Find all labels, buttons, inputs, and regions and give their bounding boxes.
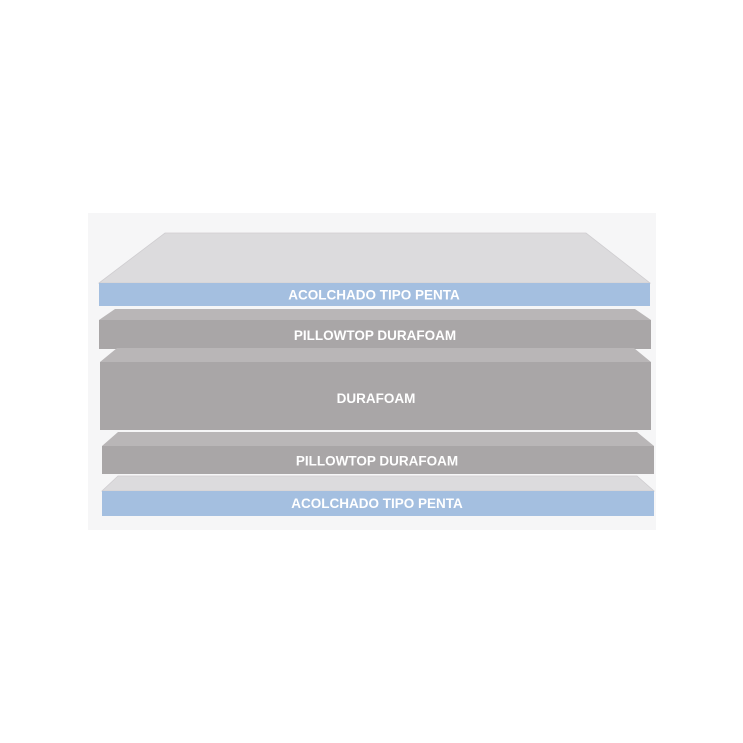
layer-upper-pillowtop: PILLOWTOP DURAFOAM bbox=[99, 309, 651, 349]
layer-upper-pillowtop-front bbox=[99, 320, 651, 349]
layer-lower-pillowtop-front bbox=[102, 446, 654, 474]
layer-core-top-face bbox=[100, 348, 651, 362]
layer-core: DURAFOAM bbox=[100, 348, 651, 430]
layer-bottom-quilting-label: ACOLCHADO TIPO PENTA bbox=[291, 496, 463, 511]
layer-bottom-quilting-band bbox=[102, 491, 654, 516]
layer-top-quilting-label: ACOLCHADO TIPO PENTA bbox=[288, 288, 460, 303]
layer-upper-pillowtop-top-face bbox=[99, 309, 651, 320]
layer-top-quilting-band bbox=[99, 283, 650, 306]
layer-bottom-quilting-top-face bbox=[100, 475, 656, 492]
layer-core-label: DURAFOAM bbox=[337, 391, 416, 406]
layer-core-front bbox=[100, 362, 651, 430]
layer-lower-pillowtop-top-face bbox=[102, 432, 654, 446]
layer-top-quilting-top-face bbox=[97, 232, 652, 284]
layer-top-quilting: ACOLCHADO TIPO PENTA bbox=[97, 232, 652, 306]
layer-upper-pillowtop-label: PILLOWTOP DURAFOAM bbox=[294, 328, 456, 343]
layer-lower-pillowtop-label: PILLOWTOP DURAFOAM bbox=[296, 454, 458, 469]
layer-bottom-quilting: ACOLCHADO TIPO PENTA bbox=[100, 475, 656, 516]
layer-lower-pillowtop: PILLOWTOP DURAFOAM bbox=[102, 432, 654, 474]
